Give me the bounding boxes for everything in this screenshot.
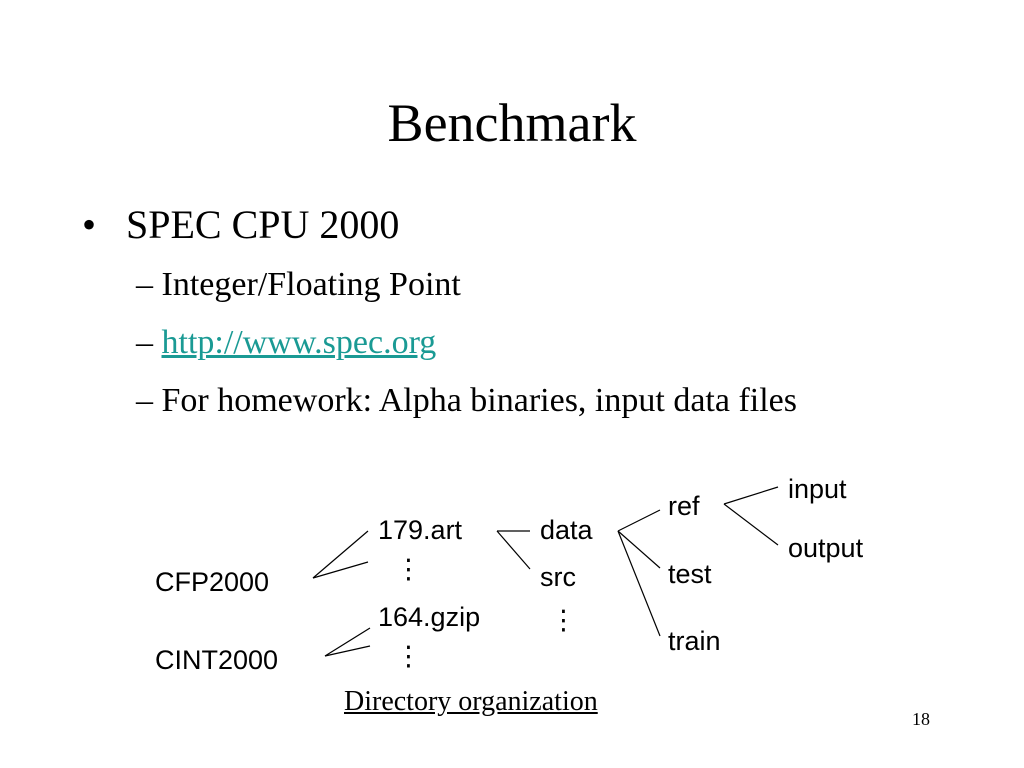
node-input: input	[788, 474, 847, 504]
connector-line	[312, 561, 369, 579]
slide-title: Benchmark	[387, 93, 637, 153]
spec-website-link[interactable]: http://www.spec.org	[161, 324, 437, 361]
connector-line	[617, 509, 661, 532]
connector-line	[324, 627, 371, 657]
node-output: output	[788, 533, 864, 563]
sub-bullet-text: For homework: Alpha binaries, input data…	[161, 382, 798, 419]
ellipsis-dirs: ⋮	[550, 605, 577, 635]
node-179-art: 179.art	[378, 515, 463, 545]
dash-marker: –	[136, 382, 153, 419]
ellipsis-benchmarks-fp: ⋮	[395, 554, 422, 584]
node-data: data	[540, 515, 593, 545]
node-src: src	[540, 562, 576, 592]
node-164-gzip: 164.gzip	[378, 602, 481, 632]
ellipsis-benchmarks-int: ⋮	[395, 641, 422, 671]
connector-line	[617, 530, 661, 569]
sub-bullet-text: Integer/Floating Point	[161, 266, 461, 303]
connector-line	[617, 530, 661, 637]
node-test: test	[668, 559, 712, 589]
connector-line	[312, 530, 369, 579]
diagram-caption: Directory organization	[344, 686, 598, 717]
connector-line	[496, 530, 531, 570]
connector-line	[723, 503, 779, 546]
node-train: train	[668, 626, 721, 656]
node-ref: ref	[668, 491, 700, 521]
sub-bullet-homework: – For homework: Alpha binaries, input da…	[136, 380, 797, 422]
dash-marker: –	[136, 266, 153, 303]
node-cfp2000: CFP2000	[155, 567, 270, 597]
connector-line	[723, 486, 779, 505]
bullet-spec-cpu: SPEC CPU 2000	[126, 202, 400, 247]
sub-bullet-integer-floating: – Integer/Floating Point	[136, 264, 461, 306]
sub-bullet-link: – http://www.spec.org	[136, 322, 436, 364]
connector-line	[324, 645, 371, 657]
bullet-marker: •	[82, 202, 97, 247]
page-number: 18	[912, 709, 930, 729]
node-cint2000: CINT2000	[155, 645, 279, 675]
dash-marker: –	[136, 324, 153, 361]
